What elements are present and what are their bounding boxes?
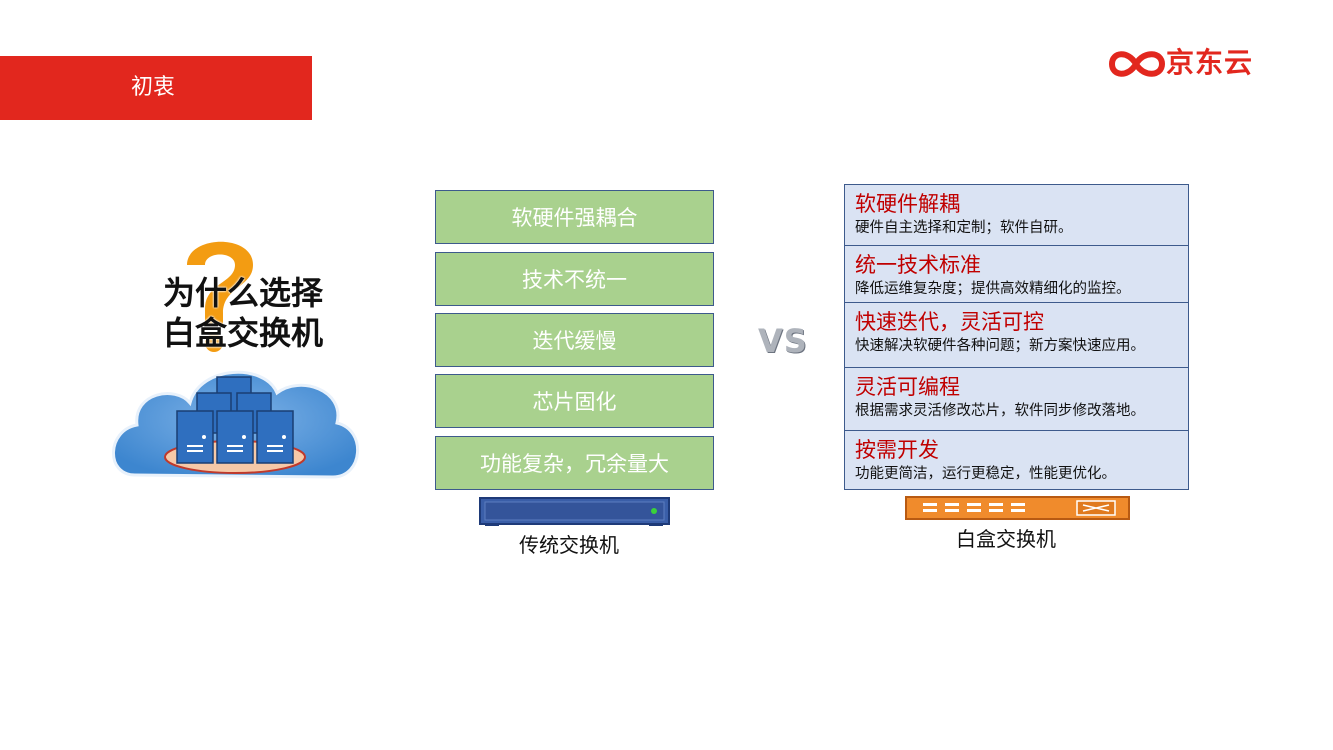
whitebox-item-title: 按需开发	[855, 437, 939, 463]
logo-mark-icon	[1108, 44, 1166, 84]
whitebox-item: 灵活可编程 根据需求灵活修改芯片，软件同步修改落地。	[844, 367, 1189, 431]
whitebox-item-title: 软硬件解耦	[855, 191, 960, 217]
whitebox-switch-icon	[905, 496, 1131, 522]
whitebox-item-title: 统一技术标准	[855, 252, 981, 278]
jdcloud-logo: 京东云	[1108, 44, 1283, 84]
whitebox-switch-label: 白盒交换机	[956, 527, 1056, 551]
traditional-switch-icon	[479, 497, 671, 527]
heading-line-1: 为什么选择	[153, 273, 333, 313]
whitebox-item-title: 快速迭代，灵活可控	[855, 309, 1044, 335]
page-title: 初衷	[131, 74, 175, 102]
traditional-switch-label: 传统交换机	[519, 533, 619, 557]
traditional-item: 功能复杂，冗余量大	[435, 436, 714, 490]
whitebox-item: 统一技术标准 降低运维复杂度；提供高效精细化的监控。	[844, 245, 1189, 303]
whitebox-item-desc: 快速解决软硬件各种问题；新方案快速应用。	[855, 337, 1145, 355]
whitebox-item-desc: 硬件自主选择和定制；软件自研。	[855, 219, 1073, 237]
whitebox-item-title: 灵活可编程	[855, 374, 960, 400]
whitebox-item-desc: 功能更简洁，运行更稳定，性能更优化。	[855, 465, 1116, 483]
why-whitebox-heading: 为什么选择 白盒交换机	[153, 273, 333, 353]
traditional-item: 软硬件强耦合	[435, 190, 714, 244]
cloud-server-icon	[105, 225, 365, 505]
traditional-item: 迭代缓慢	[435, 313, 714, 367]
traditional-item: 技术不统一	[435, 252, 714, 306]
traditional-item: 芯片固化	[435, 374, 714, 428]
whitebox-item: 快速迭代，灵活可控 快速解决软硬件各种问题；新方案快速应用。	[844, 302, 1189, 368]
whitebox-item: 按需开发 功能更简洁，运行更稳定，性能更优化。	[844, 430, 1189, 490]
logo-text: 京东云	[1166, 46, 1253, 80]
why-whitebox-illustration: 为什么选择 白盒交换机	[105, 225, 365, 505]
whitebox-item-desc: 降低运维复杂度；提供高效精细化的监控。	[855, 280, 1131, 298]
heading-line-2: 白盒交换机	[153, 313, 333, 353]
whitebox-item: 软硬件解耦 硬件自主选择和定制；软件自研。	[844, 184, 1189, 246]
vs-text: VS	[758, 322, 808, 360]
whitebox-item-desc: 根据需求灵活修改芯片，软件同步修改落地。	[855, 402, 1145, 420]
